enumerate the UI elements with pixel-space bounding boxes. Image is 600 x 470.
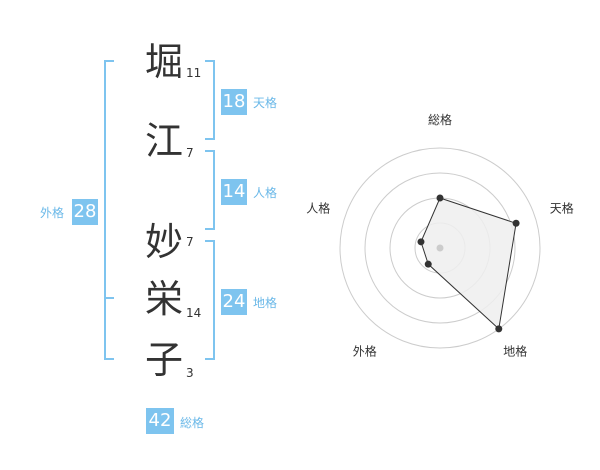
tenkaku-badge: 18 [221,89,247,115]
chikaku-bracket [205,240,215,360]
radar-axis-label-3: 外格 [353,344,377,359]
soukaku-badge: 42 [146,408,174,434]
gaikaku-bracket [104,60,114,360]
stroke-count-1: 11 [186,66,202,80]
name-char-5: 子 [144,338,183,382]
stroke-count-4: 14 [186,306,202,320]
radar-point-1 [512,219,520,227]
stroke-count-5: 3 [186,366,194,380]
tenkaku-label: 天格 [253,96,278,110]
radar-point-3 [424,260,432,268]
chikaku-label: 地格 [253,296,278,310]
jinkaku-badge: 14 [221,179,247,205]
tenkaku-bracket [205,60,215,140]
radar-ring-3 [364,172,516,324]
chikaku-badge: 24 [221,289,247,315]
name-char-1: 堀 [144,40,183,84]
stroke-count-2: 7 [186,146,194,160]
radar-point-4 [417,238,425,246]
radar-center-dot [436,244,444,252]
radar-axis-label-1: 天格 [550,200,574,215]
name-char-2: 江 [144,119,183,163]
name-char-3: 妙 [144,220,183,264]
radar-point-0 [436,194,444,202]
radar-point-2 [495,325,503,333]
radar-axis-label-2: 地格 [503,344,527,359]
jinkaku-label: 人格 [253,186,278,200]
jinkaku-bracket [205,150,215,230]
stroke-count-3: 7 [186,235,194,249]
soukaku-label: 総格 [180,416,205,430]
gaikaku-badge: 28 [72,199,98,225]
name-char-4: 栄 [144,277,183,321]
gaikaku-bracket-tick [104,297,114,299]
radar-ring-4 [339,147,541,349]
radar-axis-label-0: 総格 [428,112,452,127]
radar-value-polygon [420,197,517,330]
radar-axis-label-4: 人格 [306,200,330,215]
gaikaku-label: 外格 [40,206,65,220]
